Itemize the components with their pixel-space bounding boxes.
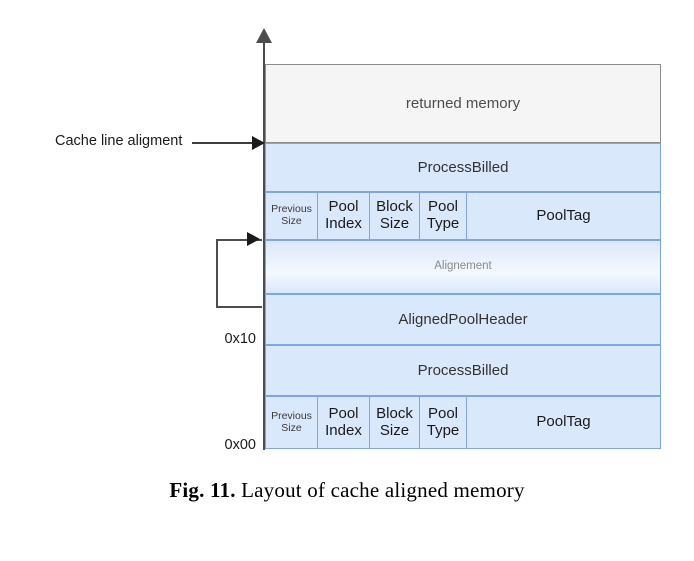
cell-block-size-line1: Block [376, 404, 413, 422]
memory-layout-stack: returned memory ProcessBilled Previous S… [265, 64, 661, 449]
memory-row-returned-memory: returned memory [265, 64, 661, 143]
cell-pool-index-line1: Pool [328, 198, 359, 216]
offset-label-0x10: 0x10 [224, 331, 256, 347]
cell-pool-index: Pool Index [318, 193, 370, 239]
memory-row-process-billed-top: ProcessBilled [265, 143, 661, 192]
cell-pool-type-line1: Pool [427, 404, 459, 422]
memory-row-process-billed-bottom: ProcessBilled [265, 345, 661, 396]
cell-previous-size: Previous Size [266, 397, 318, 448]
figure-caption: Fig. 11. Layout of cache aligned memory [0, 478, 694, 503]
memory-row-label: ProcessBilled [417, 158, 509, 176]
cache-line-alignment-arrow-icon [252, 136, 265, 150]
offset-label-0x00: 0x00 [224, 437, 256, 453]
cell-pool-type: Pool Type [420, 193, 467, 239]
memory-row-label: returned memory [405, 94, 521, 112]
cell-pool-index-line1: Pool [328, 404, 359, 422]
figure-caption-text: Layout of cache aligned memory [241, 478, 525, 502]
cell-block-size-line2: Size [379, 421, 410, 439]
cell-previous-size-line2: Size [281, 421, 302, 434]
cell-pool-tag: PoolTag [536, 413, 591, 431]
cell-previous-size-line1: Previous [271, 203, 312, 216]
cell-previous-size: Previous Size [266, 193, 318, 239]
cell-block-size: Block Size [370, 193, 420, 239]
cell-pool-index-line2: Index [325, 421, 362, 439]
aligned-pool-header-bracket [216, 239, 262, 308]
cell-pool-type-line2: Type [426, 215, 460, 232]
cell-block-size-line1: Block [376, 198, 413, 216]
aligned-pool-header-arrow-icon [247, 232, 260, 246]
cell-pool-index: Pool Index [318, 397, 370, 448]
memory-row-label: Alignement [434, 260, 492, 273]
cell-pool-type: Pool Type [420, 397, 467, 448]
memory-row-label: AlignedPoolHeader [398, 310, 528, 328]
cell-pool-type-line2: Type [426, 421, 460, 439]
memory-row-pool-header-bottom: Previous Size Pool Index Block Size Pool [265, 396, 661, 449]
memory-row-pool-header-top: Previous Size Pool Index Block Size Pool [265, 192, 661, 240]
axis-up-arrow-icon [256, 28, 272, 43]
cell-block-size-line2: Size [379, 215, 410, 232]
cell-pool-tag: PoolTag [536, 206, 591, 224]
memory-row-aligned-pool-header: AlignedPoolHeader [265, 294, 661, 345]
cell-previous-size-line1: Previous [271, 409, 312, 422]
cell-previous-size-line2: Size [281, 215, 302, 227]
cell-block-size: Block Size [370, 397, 420, 448]
figure-caption-number: Fig. 11. [169, 478, 236, 502]
memory-address-axis [263, 40, 265, 450]
cache-line-alignment-leader-line [192, 142, 256, 144]
cache-line-alignment-label: Cache line aligment [55, 133, 183, 149]
memory-row-label: ProcessBilled [417, 361, 509, 379]
cell-pool-type-line1: Pool [427, 198, 459, 216]
cell-pool-index-line2: Index [325, 215, 362, 232]
memory-row-alignement: Alignement [265, 240, 661, 294]
